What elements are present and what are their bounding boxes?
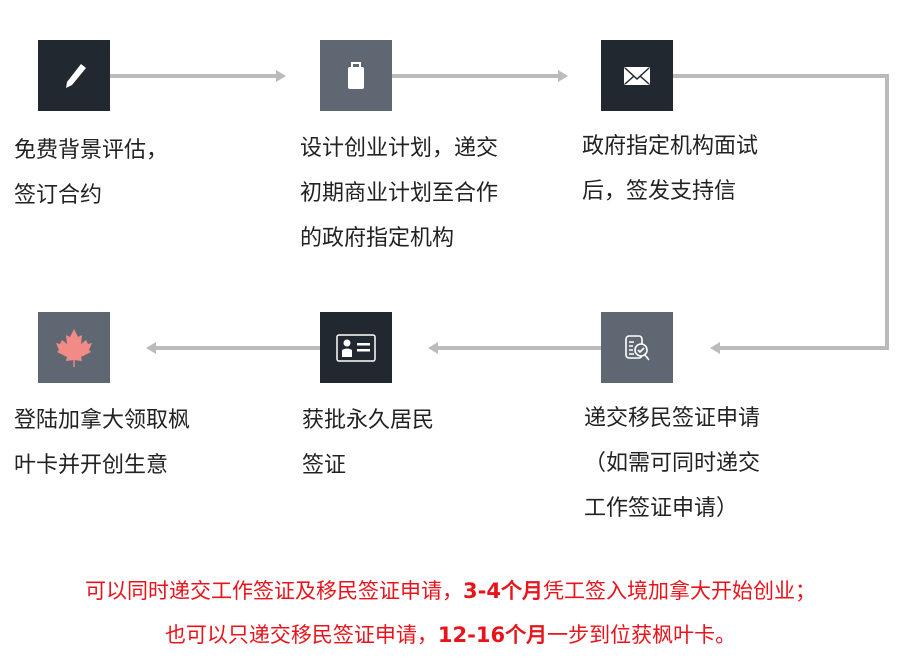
label-line: 叶卡并开创生意 — [14, 453, 169, 478]
label-line: 初期商业计划至合作 — [300, 181, 499, 206]
arrowhead-icon — [276, 70, 286, 82]
label-line: 签订合约 — [14, 183, 103, 208]
label-line: 免费背景评估， — [14, 138, 169, 163]
step-6-label: 登陆加拿大领取枫叶卡并开创生意 — [14, 398, 264, 488]
connector-3-4-vertical — [885, 74, 889, 350]
step-3-label: 政府指定机构面试后，签发支持信 — [582, 124, 832, 214]
note-line-1: 可以同时递交工作签证及移民签证申请，3-4个月凭工签入境加拿大开始创业； — [0, 575, 901, 605]
label-line: 后，签发支持信 — [582, 179, 737, 204]
connector-3-4-top — [673, 74, 889, 78]
note-text: 凭工签入境加拿大开始创业； — [542, 579, 816, 603]
step-4-label: 递交移民签证申请 （如需可同时递交工作签证申请） — [584, 396, 834, 531]
step-3-box — [601, 40, 673, 111]
arrow-4-5 — [438, 346, 601, 350]
note-text: 一步到位获枫叶卡。 — [547, 623, 737, 647]
step-2-label: 设计创业计划，递交初期商业计划至合作的政府指定机构 — [300, 126, 550, 261]
id-card-icon — [336, 333, 376, 362]
step-1-label: 免费背景评估， 签订合约 — [14, 128, 264, 218]
envelope-icon — [624, 66, 650, 85]
note-duration: 3-4个月 — [463, 579, 543, 603]
label-line: 签证 — [302, 453, 347, 478]
connector-3-4-bottom — [720, 346, 889, 350]
label-line: 的政府指定机构 — [300, 226, 455, 251]
document-search-icon — [625, 334, 650, 360]
note-line-2: 也可以只递交移民签证申请，12-16个月一步到位获枫叶卡。 — [0, 619, 901, 649]
label-line: 获批永久居民 — [302, 408, 435, 433]
label-line: 工作签证申请） — [584, 496, 739, 521]
step-6-box — [38, 312, 110, 383]
pencil-icon — [66, 63, 86, 88]
label-line: 设计创业计划，递交 — [300, 136, 499, 161]
note-text: 也可以只递交移民签证申请， — [164, 623, 438, 647]
arrow-5-6 — [156, 346, 320, 350]
arrowhead-icon — [558, 70, 568, 82]
label-line: 递交移民签证申请 — [584, 406, 761, 431]
arrow-1-2 — [110, 74, 276, 78]
label-line: （如需可同时递交 — [584, 451, 761, 476]
label-line: 政府指定机构面试 — [582, 134, 759, 159]
arrowhead-icon — [710, 342, 720, 354]
step-2-box — [320, 40, 392, 111]
arrowhead-icon — [146, 342, 156, 354]
arrow-2-3 — [392, 74, 558, 78]
note-text: 可以同时递交工作签证及移民签证申请， — [85, 579, 464, 603]
step-5-label: 获批永久居民签证 — [302, 398, 552, 488]
step-1-box — [38, 40, 110, 111]
clipboard-icon — [348, 61, 364, 89]
label-line: 登陆加拿大领取枫 — [14, 408, 191, 433]
step-5-box — [320, 312, 392, 383]
arrowhead-icon — [428, 342, 438, 354]
maple-leaf-icon — [56, 328, 92, 367]
step-4-box — [601, 312, 673, 383]
note-duration: 12-16个月 — [437, 623, 548, 647]
